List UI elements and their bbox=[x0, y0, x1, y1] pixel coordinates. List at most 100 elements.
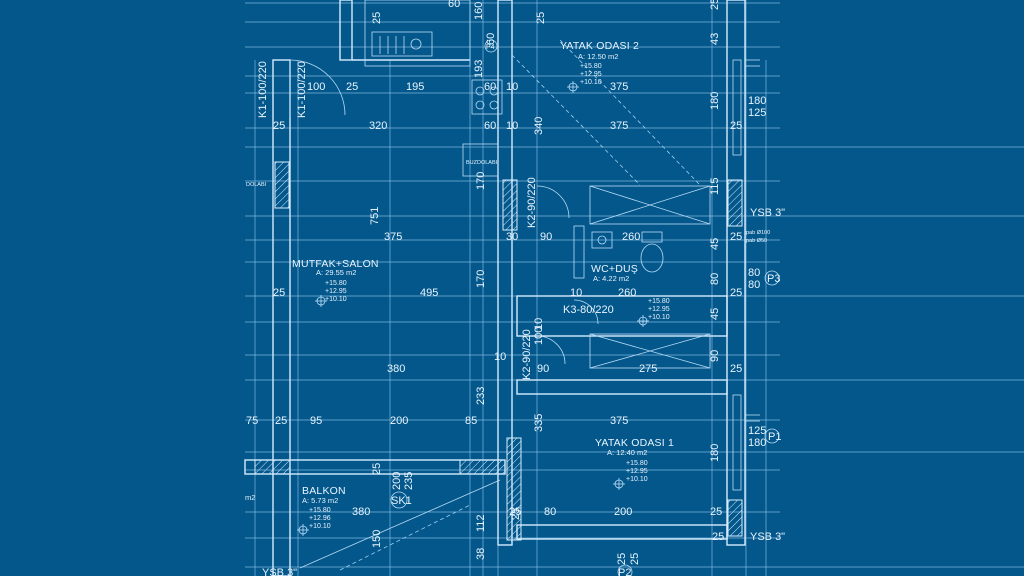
dim-text: 90 bbox=[540, 231, 552, 243]
dimensions: 60 160 25 25 43 25 193 60 375 100 25 195… bbox=[246, 0, 766, 565]
dim-text: 25 bbox=[629, 553, 641, 565]
dim-text: 60 bbox=[448, 0, 460, 10]
bathroom-fixtures bbox=[536, 185, 711, 369]
dim-text: 170 bbox=[475, 270, 487, 288]
level-text: +10.10 bbox=[325, 296, 347, 303]
balcony-column-left bbox=[254, 459, 291, 475]
room-name: YATAK ODASI 2 bbox=[560, 40, 639, 52]
dim-text: 380 bbox=[387, 363, 405, 375]
dim-text: 260 bbox=[622, 231, 640, 243]
p4-marker: P4 bbox=[486, 44, 495, 51]
dim-text: 80 bbox=[748, 267, 760, 279]
level-text: +10.10 bbox=[648, 314, 670, 321]
fridge-label: BUZDOLABI bbox=[466, 160, 498, 166]
pab-label: pab Ø100 bbox=[746, 230, 770, 236]
level-text: +10.10 bbox=[309, 523, 331, 530]
p2-marker: P2 bbox=[618, 567, 631, 576]
stove bbox=[471, 79, 503, 115]
level-text: +12.95 bbox=[626, 468, 648, 475]
level-text: +15.80 bbox=[325, 280, 347, 287]
dim-text: 80 bbox=[544, 506, 556, 518]
room-area: A: 29.55 m2 bbox=[316, 268, 356, 277]
dim-text: 235 bbox=[403, 472, 415, 490]
level-markers bbox=[297, 81, 649, 536]
dim-text: 25 bbox=[730, 287, 742, 299]
dim-text: 375 bbox=[610, 81, 628, 93]
dim-text: 25 bbox=[709, 0, 721, 10]
room-yatak-odasi-1: YATAK ODASI 1 A: 12.40 m2 +15.80 +12.95 … bbox=[595, 437, 674, 483]
balcony-column-right bbox=[459, 459, 506, 475]
dim-text: 180 bbox=[748, 95, 766, 107]
dim-text: 260 bbox=[618, 287, 636, 299]
room-balkon: BALKON A: 5.73 m2 +15.80 +12.96 +10.10 bbox=[302, 485, 346, 530]
dim-text: 335 bbox=[533, 414, 545, 432]
dim-text: 10 bbox=[494, 351, 506, 363]
dim-text: 320 bbox=[369, 120, 387, 132]
dim-text: 375 bbox=[610, 415, 628, 427]
dim-text: 100 bbox=[533, 327, 545, 345]
door-swing-k1 bbox=[289, 59, 346, 116]
dim-text: 60 bbox=[484, 81, 496, 93]
dim-text: 43 bbox=[709, 33, 721, 45]
door-swing-k2a bbox=[536, 185, 570, 219]
dim-text: 112 bbox=[475, 514, 487, 532]
dim-text: 90 bbox=[537, 363, 549, 375]
room-area: A: 12.40 m2 bbox=[607, 448, 647, 457]
cabinet-label: DOLABI bbox=[246, 182, 267, 188]
partial-area-label: m2 bbox=[245, 493, 255, 502]
windows bbox=[732, 59, 760, 491]
dim-text: 150 bbox=[371, 530, 383, 548]
door-swing-k2b bbox=[536, 335, 566, 365]
dim-text: 195 bbox=[406, 81, 424, 93]
door-label-k2: K2-90/220 bbox=[521, 329, 533, 380]
door-label-k3: K3-80/220 bbox=[563, 304, 614, 316]
room-area: A: 4.22 m2 bbox=[593, 274, 629, 283]
dim-text: 200 bbox=[390, 415, 408, 427]
room-name: WC+DUŞ bbox=[591, 263, 638, 275]
room-yatak-odasi-2: YATAK ODASI 2 A: 12.50 m2 +15.80 +12.95 … bbox=[560, 40, 639, 86]
dim-text: 60 bbox=[485, 33, 497, 45]
dim-text: 25 bbox=[730, 231, 742, 243]
dim-text: 30 bbox=[506, 231, 518, 243]
dim-text: 25 bbox=[712, 531, 724, 543]
washbasin bbox=[591, 231, 613, 249]
pab-label: pab Ø50 bbox=[746, 238, 767, 244]
dim-text: 60 bbox=[484, 120, 496, 132]
dim-text: 85 bbox=[465, 415, 477, 427]
door-label-k1: K1-100/220 bbox=[296, 61, 308, 118]
level-text: +15.80 bbox=[580, 63, 602, 70]
dim-text: 100 bbox=[307, 81, 325, 93]
door-label-k2: K2-90/220 bbox=[526, 177, 538, 228]
dim-text: 125 bbox=[748, 107, 766, 119]
kitchen-fixtures bbox=[289, 0, 503, 177]
walls bbox=[244, 0, 746, 576]
room-area: A: 12.50 m2 bbox=[578, 52, 618, 61]
column-center bbox=[502, 179, 518, 231]
dim-text: 115 bbox=[709, 177, 721, 195]
sink bbox=[371, 31, 433, 57]
dim-text: 25 bbox=[275, 415, 287, 427]
dim-text: 25 bbox=[616, 553, 628, 565]
dim-text: 375 bbox=[610, 120, 628, 132]
dim-text: 25 bbox=[371, 463, 383, 475]
room-area: A: 5.73 m2 bbox=[302, 496, 338, 505]
dim-text: 10 bbox=[506, 81, 518, 93]
level-text: +15.80 bbox=[648, 298, 670, 305]
dim-text: 25 bbox=[730, 363, 742, 375]
annotations: K1-100/220 K1-100/220 K2-90/220 K2-90/22… bbox=[245, 39, 785, 576]
room-name: YATAK ODASI 1 bbox=[595, 437, 674, 449]
dim-text: 180 bbox=[748, 437, 766, 449]
dim-text: 380 bbox=[352, 506, 370, 518]
level-text: +10.10 bbox=[626, 476, 648, 483]
dim-text: 25 bbox=[346, 81, 358, 93]
dim-text: 25 bbox=[509, 506, 521, 518]
dim-text: 275 bbox=[639, 363, 657, 375]
dashed-lines bbox=[299, 39, 701, 571]
level-text: +12.96 bbox=[309, 515, 331, 522]
dim-text: 75 bbox=[246, 415, 258, 427]
dim-text: 180 bbox=[709, 444, 721, 462]
dim-text: 10 bbox=[570, 287, 582, 299]
dim-text: 25 bbox=[510, 508, 522, 520]
dim-text: 751 bbox=[369, 207, 381, 225]
